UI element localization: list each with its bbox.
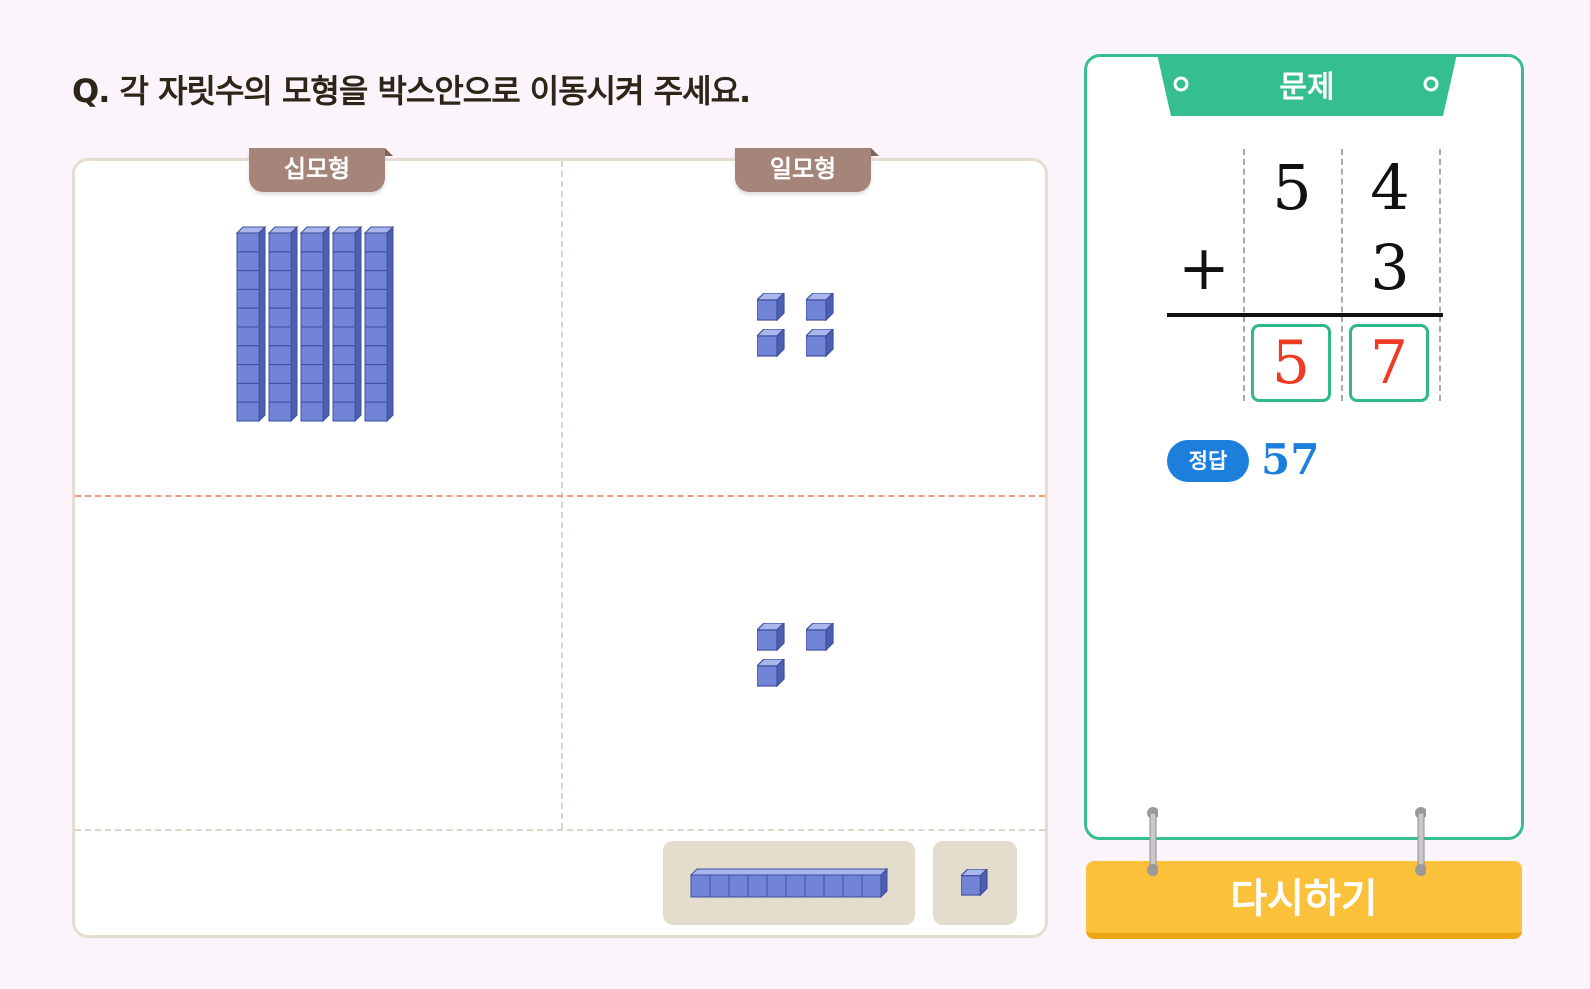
plus-operator: + — [1178, 231, 1230, 304]
tens-column-label: 십모형 — [249, 148, 393, 192]
unit-cube-palette[interactable] — [933, 841, 1017, 925]
ten-rod-block[interactable] — [331, 225, 363, 423]
ten-rod-block[interactable] — [267, 225, 299, 423]
column-guide — [1341, 149, 1343, 401]
column-guide — [1439, 149, 1441, 401]
unit-cube-icon[interactable] — [960, 868, 990, 898]
column-guide — [1243, 149, 1245, 401]
answer-value: 57 — [1261, 435, 1320, 484]
addend1-tens: 5 — [1272, 151, 1312, 224]
problem-card: 문제 5 4 + 3 5 7 정답 57 — [1084, 54, 1524, 840]
question-text: Q. 각 자릿수의 모형을 박스안으로 이동시켜 주세요. — [72, 72, 751, 110]
place-value-board: 십모형 일모형 — [72, 148, 1048, 938]
ten-rod-block[interactable] — [363, 225, 395, 423]
answer-badge: 정답 — [1167, 440, 1249, 482]
row-divider — [75, 495, 1045, 497]
ten-rod-palette[interactable] — [663, 841, 915, 925]
answer-tens-box[interactable]: 5 — [1251, 324, 1331, 402]
addend1-ones: 4 — [1370, 151, 1410, 224]
ten-rod-block[interactable] — [235, 225, 267, 423]
problem-card-title: 문제 — [1279, 70, 1335, 105]
answer-ones-box[interactable]: 7 — [1349, 324, 1429, 402]
addend2-ones: 3 — [1370, 231, 1410, 304]
ones-column-label: 일모형 — [735, 148, 879, 192]
ones-cubes-bottom[interactable] — [755, 621, 845, 691]
sum-line — [1167, 313, 1443, 317]
retry-button[interactable]: 다시하기 — [1086, 861, 1522, 939]
ten-rod-block-icon[interactable] — [689, 868, 889, 898]
ring-binder-icon — [1147, 807, 1158, 876]
problem-card-header: 문제 — [1157, 54, 1457, 122]
ten-rod-block[interactable] — [299, 225, 331, 423]
tens-rods-top[interactable] — [235, 225, 395, 425]
palette-divider — [75, 829, 1045, 831]
ring-binder-icon — [1415, 807, 1426, 876]
ones-cubes-top[interactable] — [755, 291, 845, 361]
